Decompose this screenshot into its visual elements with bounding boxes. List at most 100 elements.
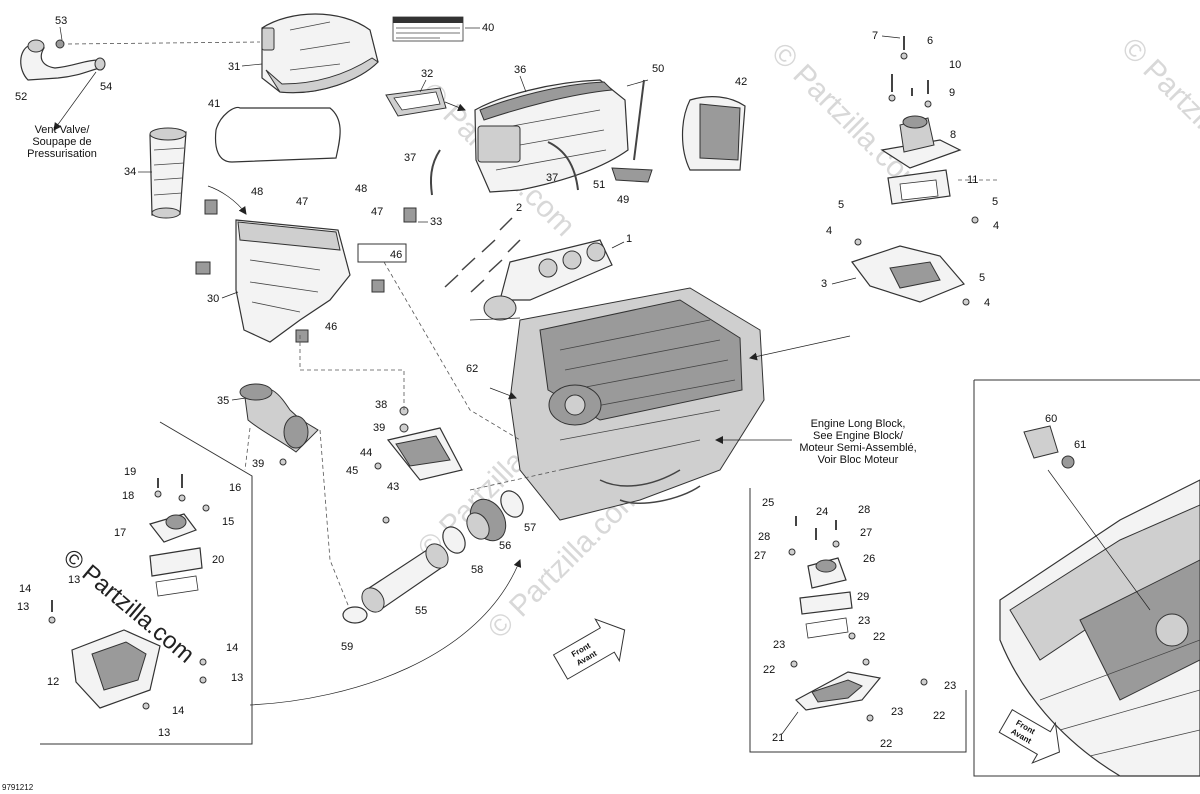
callout-25: 25 [762, 497, 774, 509]
intake-cover [474, 79, 629, 193]
callout-62: 62 [466, 363, 478, 375]
hull-inset [973, 379, 1200, 777]
callout-46a: 46 [390, 249, 402, 261]
engine-label-line-3: Moteur Semi-Assemblé, [799, 442, 916, 454]
callout-57: 57 [524, 522, 536, 534]
rear-mount-assembly [880, 36, 1000, 205]
callout-35: 35 [217, 395, 229, 407]
callout-26: 26 [863, 553, 875, 565]
front-mount-frame [40, 421, 253, 745]
drawing-code: 9791212 [2, 783, 34, 792]
callout-42: 42 [735, 76, 747, 88]
callout-39a: 39 [252, 458, 264, 470]
rear-lower-frame [749, 488, 967, 753]
callout-24: 24 [816, 506, 828, 518]
watermark-3: © Partzilla.com [1115, 32, 1200, 198]
callout-5a: 5 [838, 199, 844, 211]
callout-8: 8 [950, 129, 956, 141]
callout-4a: 4 [826, 225, 832, 237]
vent-valve-line-3: Pressurisation [27, 148, 97, 160]
callout-27a: 27 [754, 550, 766, 562]
front-mount-assembly [48, 474, 210, 710]
callout-10: 10 [949, 59, 961, 71]
mount-plate-3 [851, 216, 979, 306]
callout-4c: 4 [984, 297, 990, 309]
callout-46b: 46 [325, 321, 337, 333]
elbow-35 [239, 383, 319, 453]
callout-23b: 23 [773, 639, 785, 651]
callout-49: 49 [617, 194, 629, 206]
callout-29: 29 [857, 591, 869, 603]
routing-arrow [249, 559, 522, 706]
engine-long-block [509, 287, 765, 521]
callout-51: 51 [593, 179, 605, 191]
vent-hose [20, 39, 261, 131]
clamp-59 [342, 606, 368, 624]
callout-41: 41 [208, 98, 220, 110]
callout-22b: 22 [763, 664, 775, 676]
gasket-32 [385, 87, 447, 117]
callout-1: 1 [626, 233, 632, 245]
callout-11: 11 [967, 174, 978, 186]
engine-long-block-label: Engine Long Block, See Engine Block/ Mot… [799, 418, 916, 466]
callout-60: 60 [1045, 413, 1057, 425]
airbox-30 [195, 199, 417, 343]
callout-53: 53 [55, 15, 67, 27]
callout-21: 21 [772, 732, 784, 744]
callout-47b: 47 [371, 206, 383, 218]
callout-27b: 27 [860, 527, 872, 539]
vent-valve-label: Vent Valve/ Soupape de Pressurisation [27, 124, 97, 160]
callout-5b: 5 [992, 196, 998, 208]
callout-33: 33 [430, 216, 442, 228]
callout-23d: 23 [891, 706, 903, 718]
routing-lines [244, 261, 561, 611]
callout-36: 36 [514, 64, 526, 76]
callout-59: 59 [341, 641, 353, 653]
callout-28a: 28 [758, 531, 770, 543]
callout-20: 20 [212, 554, 224, 566]
callout-58: 58 [471, 564, 483, 576]
heat-shield-42 [681, 96, 746, 171]
callout-22d: 22 [880, 738, 892, 750]
callout-40: 40 [482, 22, 494, 34]
rear-lower-mount [788, 516, 928, 722]
callout-23c: 23 [944, 680, 956, 692]
fastener-39a [279, 458, 287, 466]
duct-55 [361, 543, 449, 613]
hose-37b [547, 141, 579, 191]
callout-13d: 13 [158, 727, 170, 739]
callout-55: 55 [415, 605, 427, 617]
callout-48a: 48 [251, 186, 263, 198]
callout-19: 19 [124, 466, 136, 478]
callout-17: 17 [114, 527, 126, 539]
callout-23a: 23 [858, 615, 870, 627]
front-arrow-middle: Front Avant [552, 618, 626, 680]
callout-54: 54 [100, 81, 112, 93]
vent-valve-line-1: Vent Valve/ [35, 124, 91, 136]
callout-28b: 28 [858, 504, 870, 516]
callout-47a: 47 [296, 196, 308, 208]
bracket-43 [374, 406, 463, 524]
callout-9: 9 [949, 87, 955, 99]
callout-22a: 22 [873, 631, 885, 643]
callout-14a: 14 [19, 583, 31, 595]
studs-2 [444, 217, 521, 293]
warning-decal [392, 16, 464, 42]
callout-52: 52 [15, 91, 27, 103]
callout-37a: 37 [404, 152, 416, 164]
callout-2: 2 [516, 202, 522, 214]
engine-label-line-2: See Engine Block/ [813, 430, 904, 442]
callout-7: 7 [872, 30, 878, 42]
callout-13c: 13 [231, 672, 243, 684]
callout-34: 34 [124, 166, 136, 178]
callout-12: 12 [47, 676, 59, 688]
strap-41 [214, 106, 341, 163]
front-arrow-inset: Front Avant [998, 709, 1060, 764]
callout-box-46 [357, 243, 407, 263]
coupler-56 [442, 490, 524, 554]
callout-48b: 48 [355, 183, 367, 195]
callout-4b: 4 [993, 220, 999, 232]
hose-37a [430, 149, 441, 196]
callout-31: 31 [228, 61, 240, 73]
